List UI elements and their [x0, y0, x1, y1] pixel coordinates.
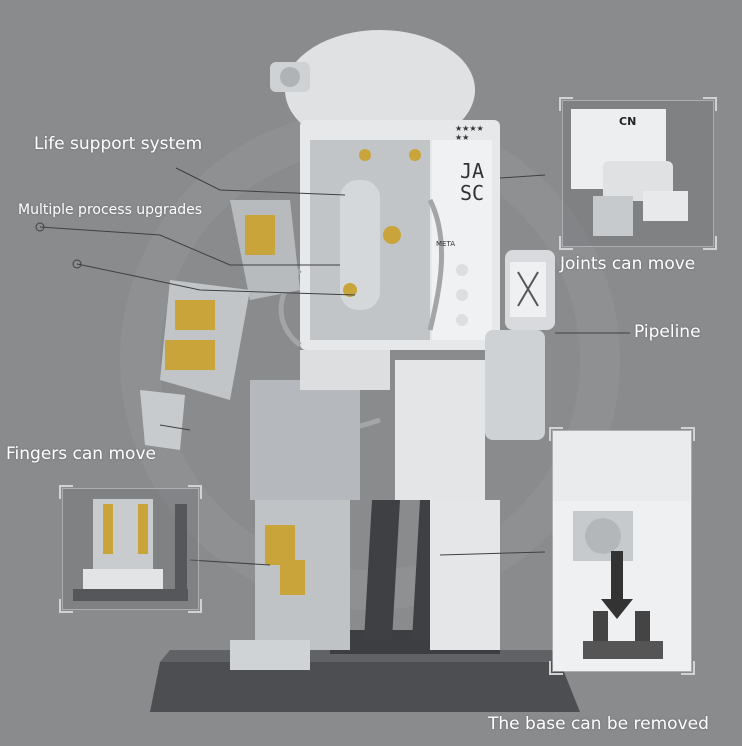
meta-tag: META — [436, 240, 455, 248]
label-base-removed: The base can be removed — [488, 714, 709, 734]
inset-fingers — [59, 485, 202, 613]
label-life-support: Life support system — [34, 134, 203, 154]
display-base — [150, 662, 580, 712]
arrow-down-icon — [601, 599, 633, 619]
shoulder-patch: CN — [619, 115, 637, 128]
finger-detail-image — [73, 499, 188, 601]
label-pipeline: Pipeline — [634, 322, 701, 342]
label-fingers: Fingers can move — [6, 444, 156, 464]
right-leg — [430, 500, 500, 650]
waist — [250, 380, 360, 500]
inset-base — [549, 427, 695, 675]
base-detail-image — [553, 431, 691, 671]
joint-detail-image — [571, 109, 688, 236]
hand — [140, 390, 185, 450]
backpack-logo-line2: SC — [460, 181, 485, 205]
backpack-logo: JA SC — [460, 160, 484, 204]
stand-leg-left — [364, 500, 400, 640]
backpack-stars: ★★★★ ★★ — [455, 124, 484, 142]
label-process-upgrades: Multiple process upgrades — [18, 202, 203, 218]
callout-lines — [39, 167, 630, 566]
label-joints: Joints can move — [560, 254, 696, 274]
inset-joints: CN — [559, 97, 717, 250]
backpack-logo-line1: JA — [460, 159, 485, 183]
boot — [230, 640, 310, 670]
